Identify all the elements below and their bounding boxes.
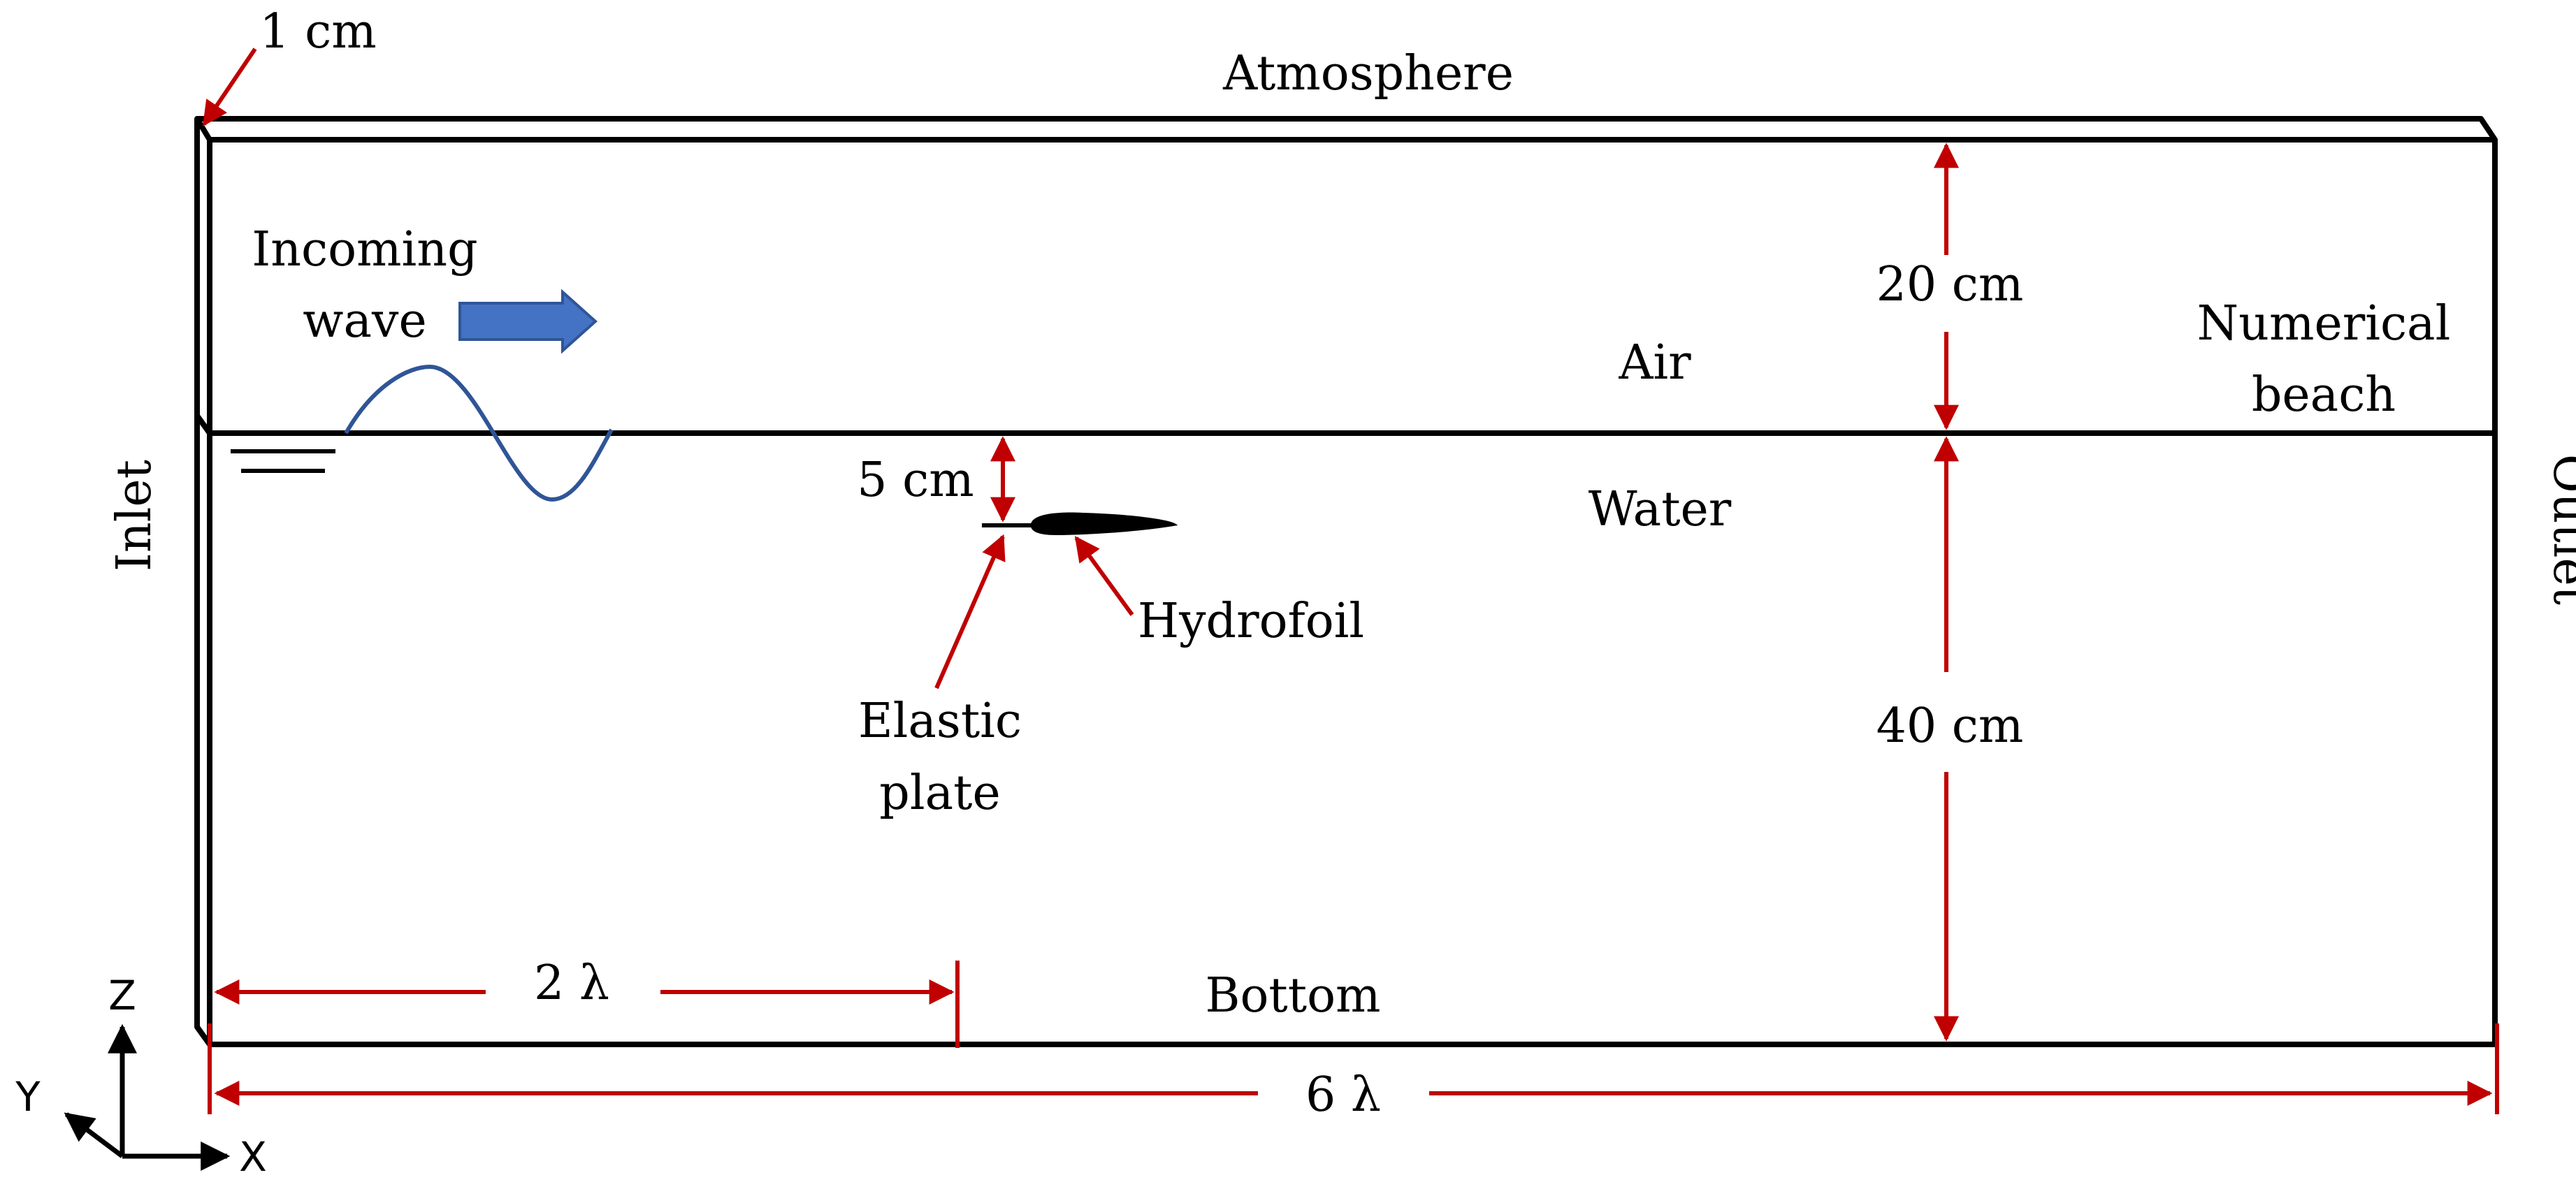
foil-distance-label: 2 λ [534,956,609,1011]
tank-front-face [207,137,2498,1047]
incoming-wave-curve [344,364,614,502]
thickness-label: 1 cm [259,4,376,59]
atmosphere-label: Atmosphere [1222,46,1514,101]
domain-length-label: 6 λ [1305,1067,1381,1123]
tank-outline [194,116,2498,1047]
coordinate-axes [64,1023,231,1171]
free-surface-left-edge [194,414,212,435]
z-axis-label: Z [108,972,136,1019]
hydrofoil-shape [1030,512,1178,535]
thickness-pointer [202,48,257,126]
hydrofoil-pointer [1074,536,1134,616]
tank-left-face [194,119,212,1046]
submergence-label: 5 cm [857,453,974,508]
numerical-beach-label-line1: Numerical [2197,296,2451,351]
water-label: Water [1589,482,1732,537]
incoming-wave-label-line1: Incoming [252,222,477,277]
elastic-plate-pointer [934,534,1006,690]
y-axis-label: Y [15,1073,41,1121]
hydrofoil-label: Hydrofoil [1138,594,1364,649]
tank-top-face [194,116,2498,142]
x-axis-label: X [239,1133,267,1181]
dimension-lines [202,48,2499,1114]
outlet-label: Outlet [2542,454,2576,605]
y-axis-arrow [64,1112,124,1158]
water-depth-label: 40 cm [1876,699,2024,754]
inlet-label: Inlet [107,460,162,571]
incoming-wave-label-line2: wave [303,293,426,349]
air-height-label: 20 cm [1876,257,2024,312]
still-water-level-symbol [231,449,335,473]
elastic-plate-label-line2: plate [879,766,1000,821]
air-label: Air [1618,335,1691,391]
elastic-plate-label-line1: Elastic [858,694,1022,749]
bottom-label: Bottom [1206,968,1381,1023]
numerical-beach-label-line2: beach [2252,367,2396,423]
wave-direction-arrow [458,289,598,354]
